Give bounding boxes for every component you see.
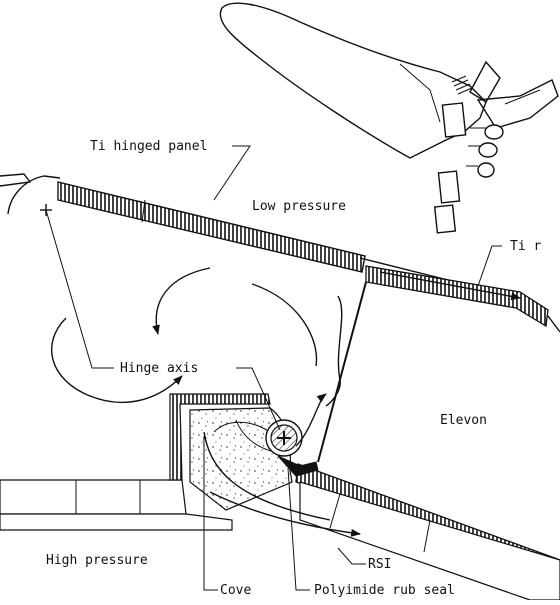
hinge-pin bbox=[265, 419, 303, 457]
leader-lines bbox=[45, 145, 502, 591]
ti-hinged-panel bbox=[57, 181, 366, 273]
label-ti-rub-strip: Ti r bbox=[510, 239, 541, 254]
wing-leading-edge bbox=[0, 173, 61, 215]
polyimide-rub-seal bbox=[277, 455, 319, 477]
label-elevon: Elevon bbox=[440, 413, 487, 428]
label-hinge-axis: Hinge axis bbox=[120, 361, 198, 376]
label-polyimide-rub-seal: Polyimide rub seal bbox=[314, 583, 455, 598]
flow-arrows bbox=[50, 267, 361, 537]
upper-flow-arrow bbox=[379, 271, 521, 301]
label-low-pressure: Low pressure bbox=[252, 199, 346, 214]
label-cove: Cove bbox=[220, 583, 251, 598]
label-rsi: RSI bbox=[368, 557, 391, 572]
label-high-pressure: High pressure bbox=[46, 553, 148, 568]
lower-wing-rsi-tiles bbox=[0, 479, 560, 601]
label-ti-hinged-panel: Ti hinged panel bbox=[90, 139, 207, 154]
orbiter-icon bbox=[219, 2, 559, 234]
